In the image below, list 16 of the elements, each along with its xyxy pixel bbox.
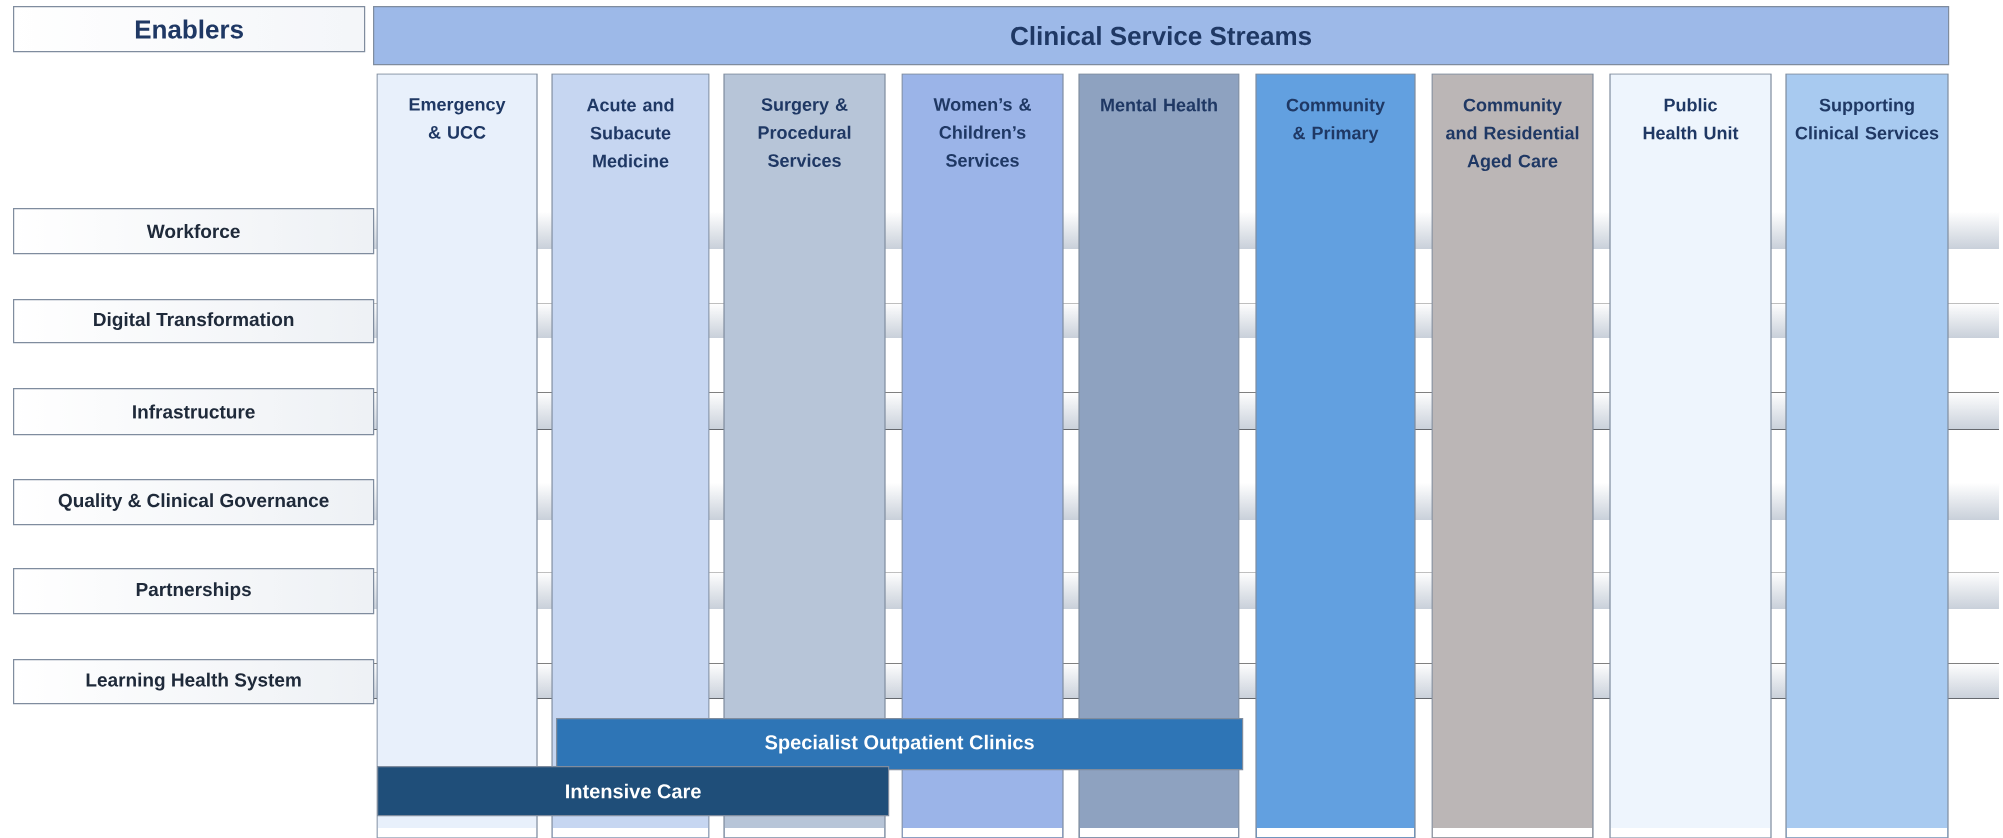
- column-box: Community & Primary: [1255, 73, 1416, 838]
- row-box: Learning Health System: [13, 659, 375, 705]
- overlay-bar: Specialist Outpatient Clinics: [556, 718, 1244, 771]
- overlay-bar: Intensive Care: [377, 766, 890, 817]
- column-box: Emergency & UCC: [376, 73, 538, 838]
- row-box: Quality & Clinical Governance: [13, 479, 375, 526]
- column-box: Supporting Clinical Services: [1785, 73, 1949, 838]
- header-band: Clinical Service Streams: [373, 6, 1950, 66]
- column-box: Public Health Unit: [1609, 73, 1772, 838]
- row-box: Workforce: [13, 208, 375, 255]
- row-box: Infrastructure: [13, 388, 375, 436]
- column-box: Mental Health: [1078, 73, 1240, 838]
- column-box: Community and Residential Aged Care: [1431, 73, 1594, 838]
- row-box: Partnerships: [13, 568, 375, 615]
- row-box: Digital Transformation: [13, 299, 375, 344]
- header-band: Enablers: [13, 6, 366, 53]
